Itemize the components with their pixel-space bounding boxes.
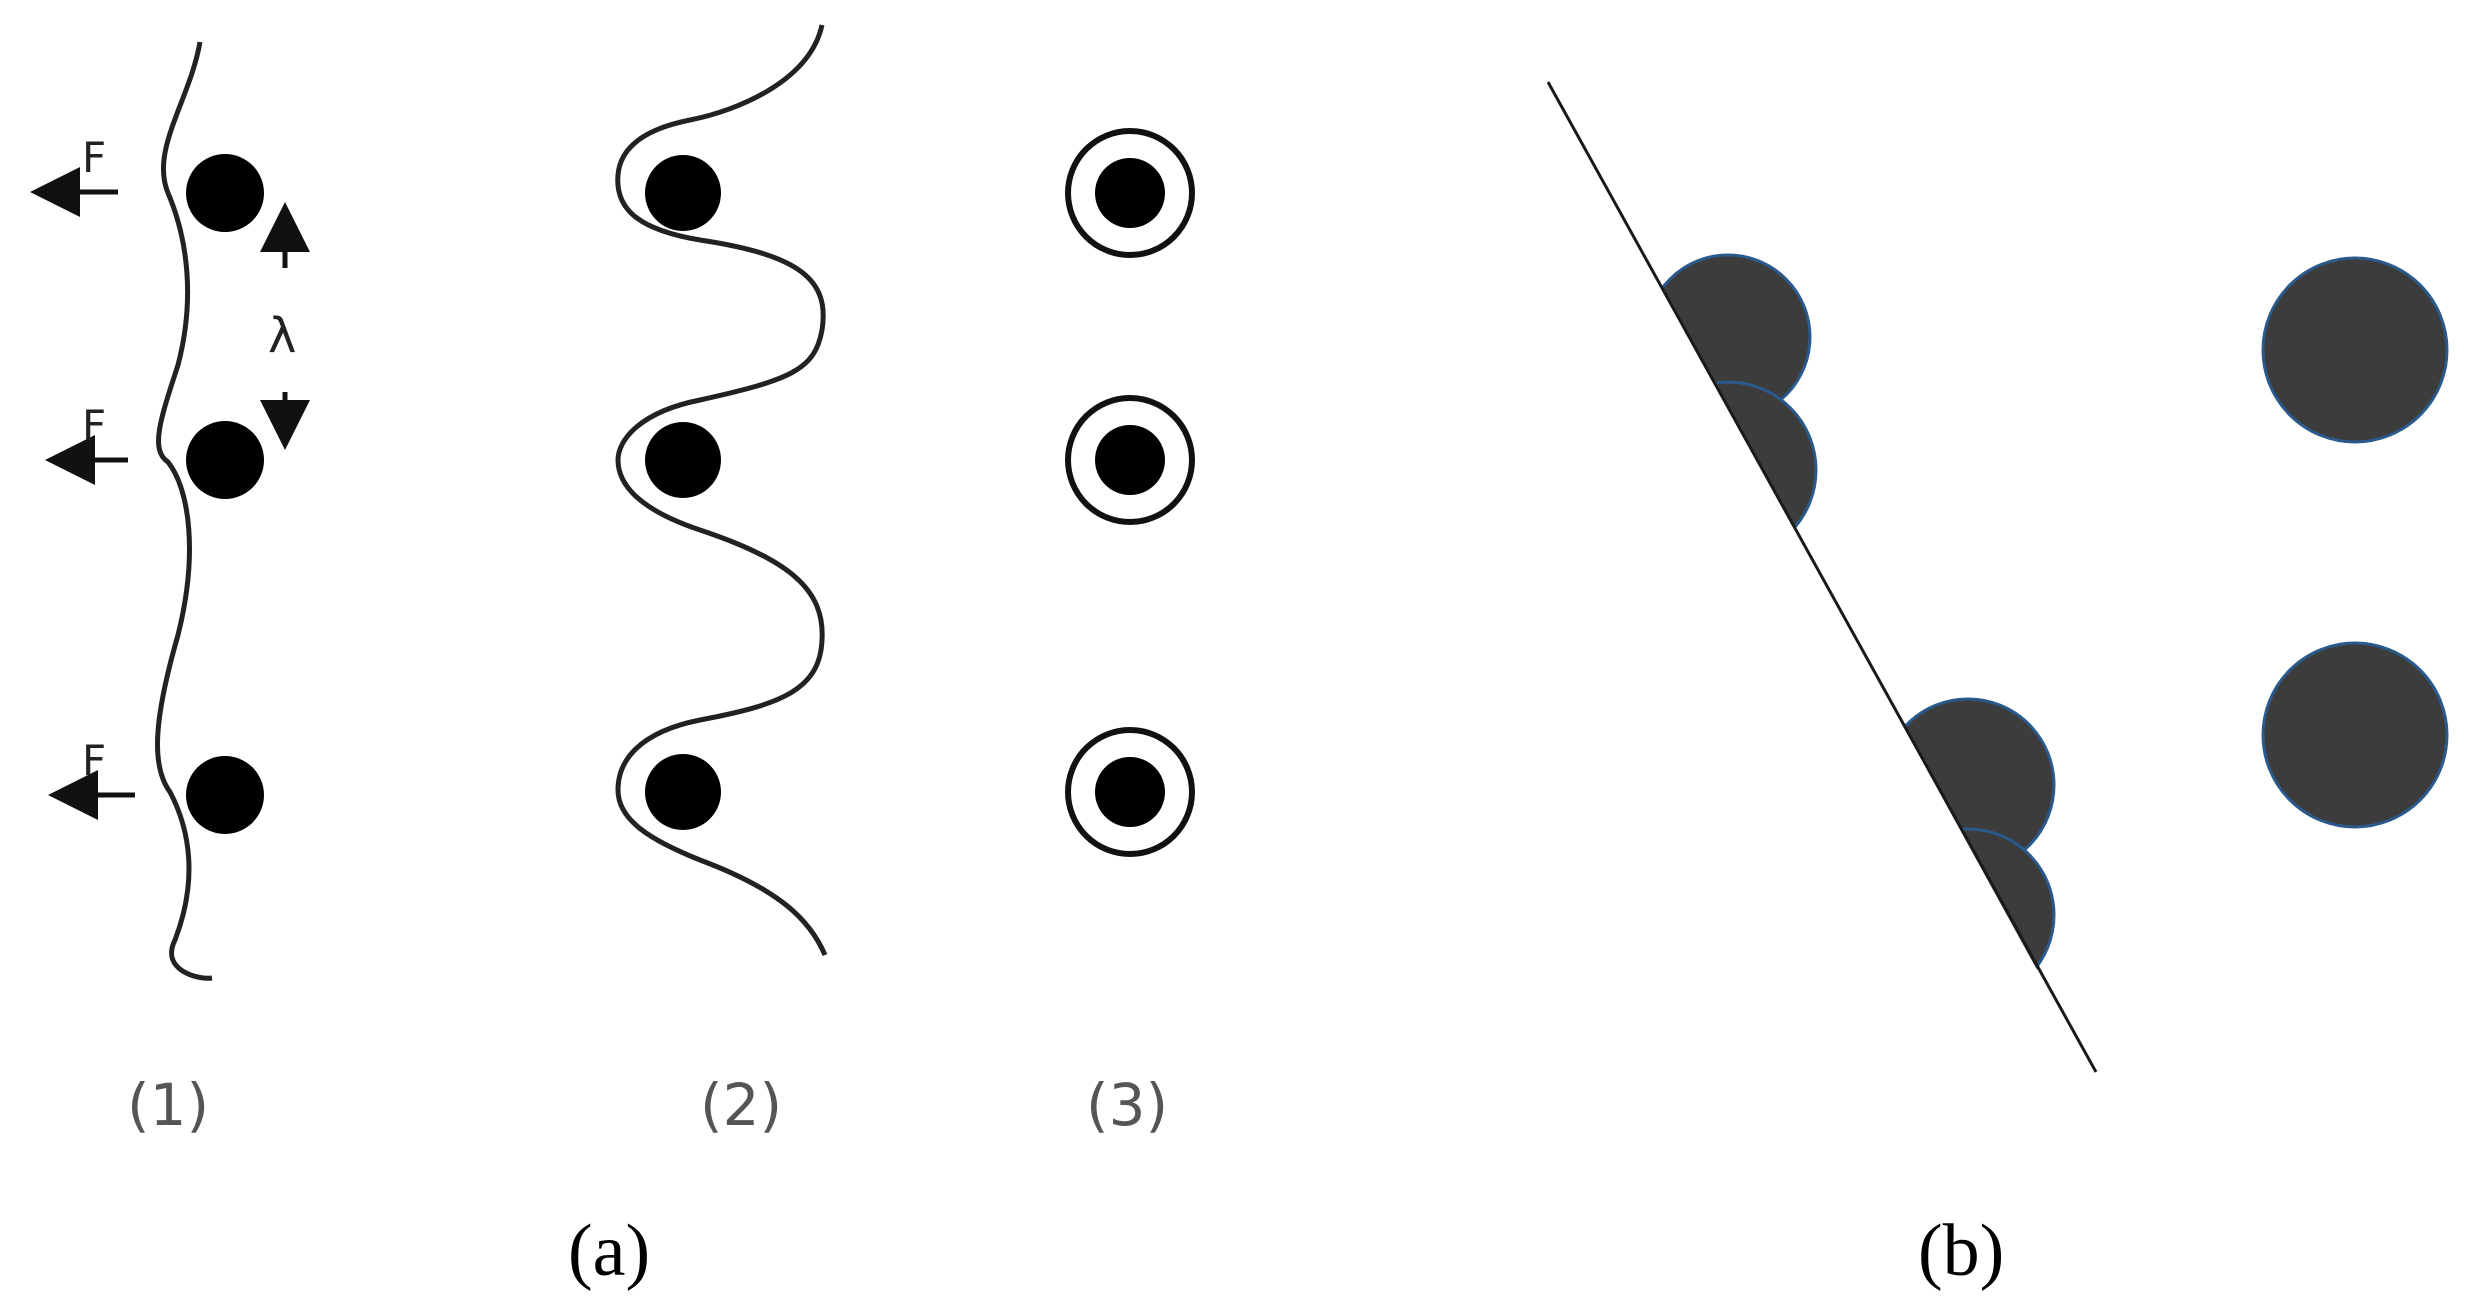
force-label-2: F xyxy=(82,401,106,450)
wavelength-label: λ xyxy=(268,308,296,364)
stage-1-particle-1 xyxy=(186,154,264,232)
stage-2: (2) xyxy=(615,24,828,1139)
free-particle-1 xyxy=(2261,256,2449,444)
panel-a: F F F λ (1) (2) xyxy=(30,24,1195,1292)
stage-3-label: (3) xyxy=(1086,1071,1168,1139)
stage-2-particle-2 xyxy=(645,422,721,498)
stage-3-engulfed-particle-2 xyxy=(1065,395,1195,525)
free-particle-2 xyxy=(2261,641,2449,829)
stage-1-particle-3 xyxy=(186,756,264,834)
force-label-1: F xyxy=(82,133,106,182)
stage-1-front-line xyxy=(155,41,213,981)
stage-2-particle-3 xyxy=(645,754,721,830)
stage-2-label: (2) xyxy=(700,1071,782,1139)
stage-1-label: (1) xyxy=(127,1071,209,1139)
stage-3-engulfed-particle-1 xyxy=(1065,128,1195,258)
panel-b-label: (b) xyxy=(1918,1210,2004,1292)
stage-3: (3) xyxy=(1065,128,1195,1139)
solidification-front-line xyxy=(1546,81,2098,1073)
stage-1-particle-2 xyxy=(186,421,264,499)
stage-1: F F F λ (1) xyxy=(30,41,310,1139)
force-label-3: F xyxy=(82,736,106,785)
front-cut-mask xyxy=(1540,80,2092,1070)
stage-2-front-line xyxy=(615,24,828,956)
panel-b: (b) xyxy=(1540,80,2449,1292)
panel-a-label: (a) xyxy=(568,1210,650,1292)
stage-3-engulfed-particle-3 xyxy=(1065,727,1195,857)
stage-2-particle-1 xyxy=(645,155,721,231)
